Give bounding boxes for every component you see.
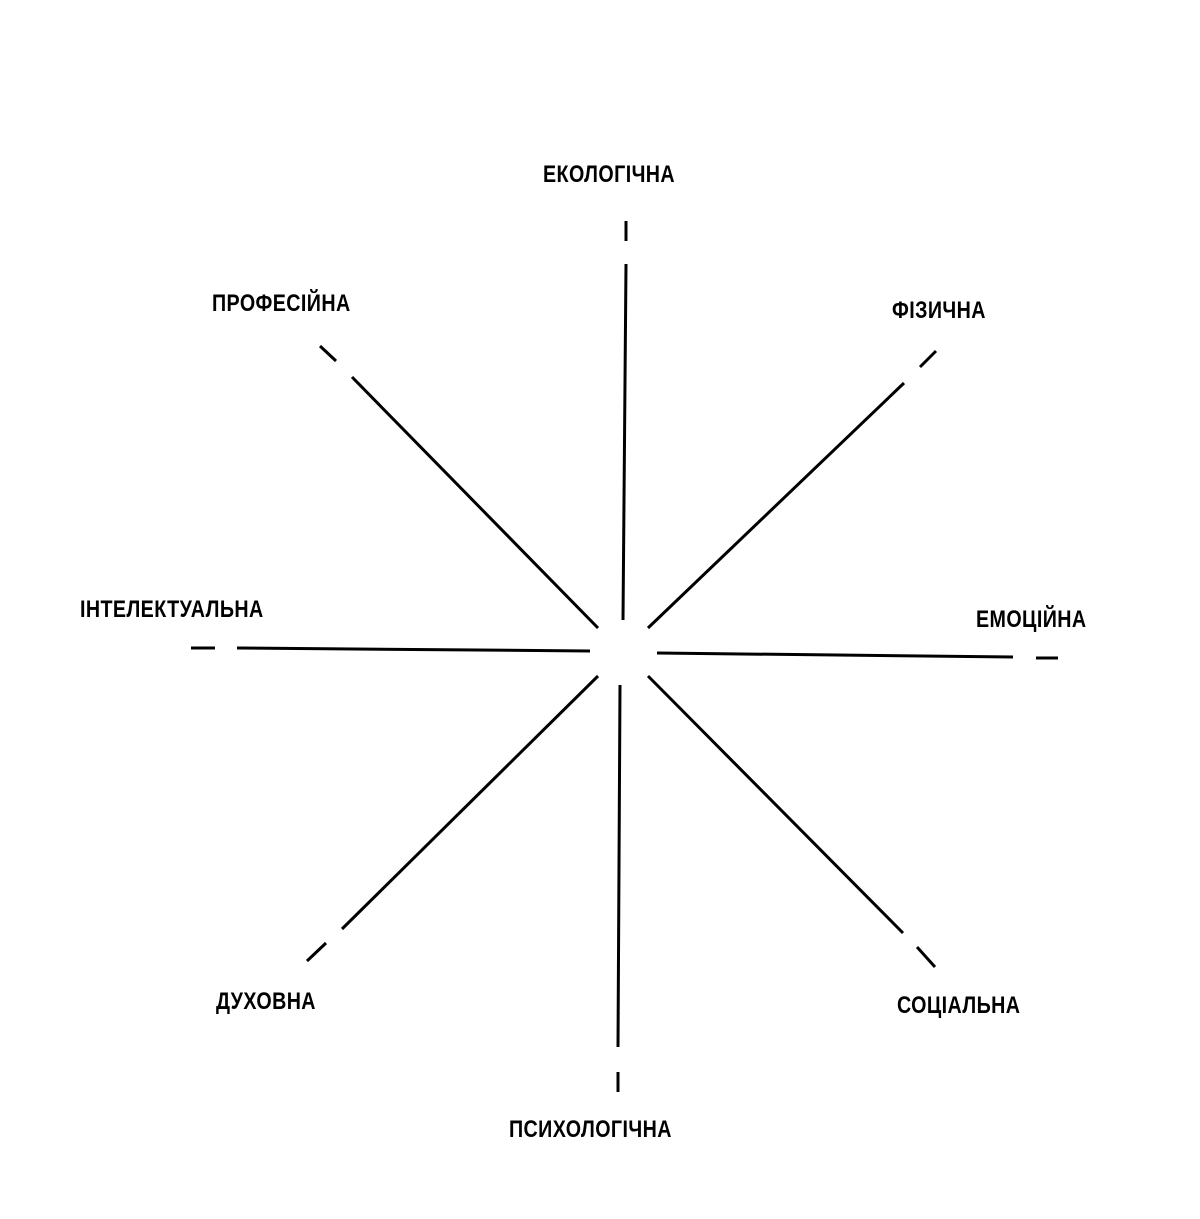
label-emotional: ЕМОЦІЙНА	[976, 606, 1087, 633]
spoke-ecological	[621, 221, 628, 621]
spoke-intellectual	[191, 646, 591, 653]
label-professional: ПРОФЕСІЙНА	[212, 290, 351, 317]
label-intellectual: ІНТЕЛЕКТУАЛЬНА	[80, 596, 264, 623]
label-ecological: ЕКОЛОГІЧНА	[543, 161, 676, 188]
label-social: СОЦІАЛЬНА	[897, 992, 1021, 1019]
spoke-psychological	[616, 684, 622, 1092]
label-psychological: ПСИХОЛОГІЧНА	[509, 1116, 672, 1143]
spoke-professional	[318, 344, 600, 630]
spoke-physical	[646, 349, 938, 630]
label-spiritual: ДУХОВНА	[216, 988, 316, 1015]
label-physical: ФІЗИЧНА	[892, 297, 986, 324]
spoke-spiritual	[305, 674, 600, 963]
spoke-social	[646, 674, 937, 969]
spoke-emotional	[656, 651, 1058, 660]
